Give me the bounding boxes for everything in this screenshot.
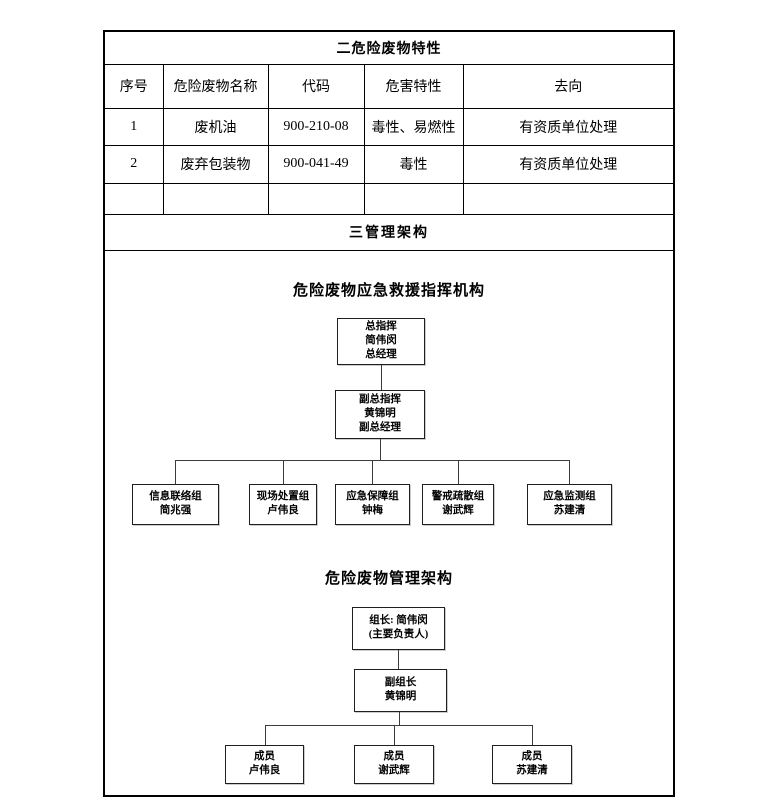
section-management-title-row: 三管理架构	[103, 213, 675, 251]
connector-line	[175, 459, 176, 484]
cell-empty	[103, 182, 164, 215]
org-box-team-site-handling: 现场处置组 卢伟良	[249, 483, 317, 525]
connector-line	[372, 459, 373, 484]
connector-line	[381, 364, 382, 390]
connector-line	[399, 711, 400, 725]
cell-hazard: 毒性、易燃性	[363, 107, 464, 146]
column-header-code: 代码	[267, 63, 365, 109]
cell-index: 1	[103, 107, 164, 146]
table-title-row: 二危险废物特性	[103, 30, 675, 65]
connector-line	[380, 438, 381, 460]
column-header-hazard: 危害特性	[363, 63, 464, 109]
org-box-deputy-commander: 副总指挥 黄锦明 副总经理	[335, 389, 425, 439]
connector-line	[569, 459, 570, 484]
org-box-member-2: 成员 谢武辉	[354, 744, 434, 784]
connector-line	[458, 459, 459, 484]
cell-code: 900-210-08	[267, 107, 365, 146]
org-box-team-info-liaison: 信息联络组 简兆强	[132, 483, 219, 525]
org-charts-area: 危险废物应急救援指挥机构 总指挥 简伟闵 总经理 副总指挥 黄锦明 副总经理 信…	[105, 251, 673, 795]
cell-waste-name: 废弃包装物	[162, 144, 269, 184]
org-charts-row: 危险废物应急救援指挥机构 总指挥 简伟闵 总经理 副总指挥 黄锦明 副总经理 信…	[103, 249, 675, 796]
cell-code: 900-041-49	[267, 144, 365, 184]
cell-hazard: 毒性	[363, 144, 464, 184]
column-header-destination: 去向	[462, 63, 675, 109]
column-header-waste-name: 危险废物名称	[162, 63, 269, 109]
org-box-commander: 总指挥 简伟闵 总经理	[337, 317, 425, 365]
column-header-index: 序号	[103, 63, 164, 109]
connector-line	[398, 649, 399, 669]
connector-line	[532, 724, 533, 745]
cell-empty	[162, 182, 269, 215]
emergency-chart-title: 危险废物应急救援指挥机构	[293, 281, 486, 299]
org-box-member-3: 成员 苏建清	[492, 744, 572, 784]
cell-waste-name: 废机油	[162, 107, 269, 146]
management-chart-title: 危险废物管理架构	[325, 569, 454, 587]
org-charts-cell: 危险废物应急救援指挥机构 总指挥 简伟闵 总经理 副总指挥 黄锦明 副总经理 信…	[103, 249, 675, 796]
org-box-team-emergency-support: 应急保障组 钟梅	[335, 483, 410, 525]
cell-empty	[267, 182, 365, 215]
connector-line	[394, 724, 395, 745]
connector-line	[283, 459, 284, 484]
table-empty-row	[103, 182, 675, 215]
org-box-team-warning-evacuation: 警戒疏散组 谢武辉	[422, 483, 494, 525]
table-row: 2 废弃包装物 900-041-49 毒性 有资质单位处理	[103, 144, 675, 184]
cell-index: 2	[103, 144, 164, 184]
hazardous-waste-table: 二危险废物特性 序号 危险废物名称 代码 危害特性 去向 1 废机油 900-2…	[103, 30, 676, 797]
org-box-team-emergency-monitoring: 应急监测组 苏建清	[527, 483, 612, 525]
org-box-deputy-leader: 副组长 黄锦明	[354, 668, 447, 712]
org-box-leader: 组长: 简伟闵 (主要负责人)	[352, 606, 445, 650]
connector-line	[265, 724, 532, 726]
section-management-title: 三管理架构	[103, 213, 675, 251]
table-row: 1 废机油 900-210-08 毒性、易燃性 有资质单位处理	[103, 107, 675, 146]
org-box-member-1: 成员 卢伟良	[225, 744, 304, 784]
cell-empty	[462, 182, 675, 215]
cell-empty	[363, 182, 464, 215]
connector-line	[265, 724, 266, 745]
section-waste-title: 二危险废物特性	[103, 30, 675, 65]
table-header-row: 序号 危险废物名称 代码 危害特性 去向	[103, 63, 675, 109]
cell-destination: 有资质单位处理	[462, 107, 675, 146]
cell-destination: 有资质单位处理	[462, 144, 675, 184]
